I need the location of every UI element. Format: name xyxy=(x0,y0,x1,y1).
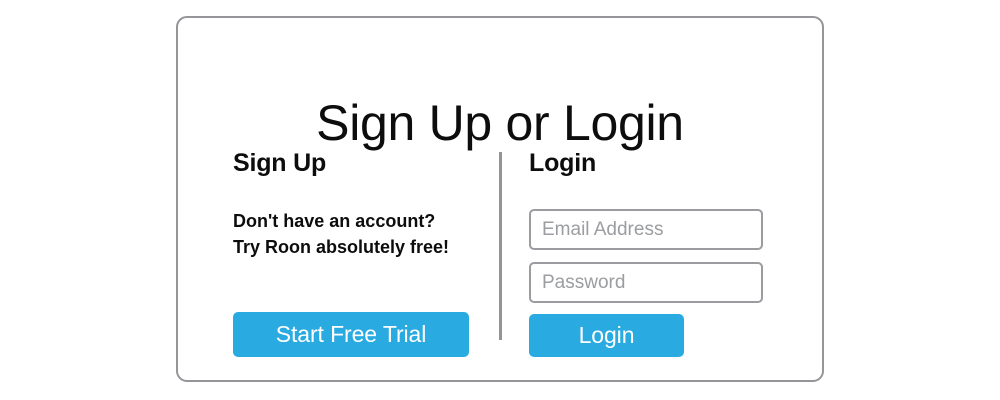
column-divider xyxy=(499,152,502,340)
signup-description-line-1: Don't have an account? xyxy=(233,211,436,231)
signup-heading: Sign Up xyxy=(233,149,327,177)
auth-card: Sign Up or Login Sign Up Don't have an a… xyxy=(176,16,824,382)
signup-description-line-2: Try Roon absolutely free! xyxy=(233,237,450,257)
signup-description: Don't have an account? Try Roon absolute… xyxy=(233,208,449,260)
email-input[interactable] xyxy=(529,209,763,250)
login-column: Login Login xyxy=(529,149,769,357)
signup-column: Sign Up Don't have an account? Try Roon … xyxy=(233,149,498,357)
login-heading: Login xyxy=(529,149,597,177)
start-free-trial-button[interactable]: Start Free Trial xyxy=(233,312,469,357)
password-input[interactable] xyxy=(529,262,763,303)
page-title: Sign Up or Login xyxy=(316,94,684,151)
login-button[interactable]: Login xyxy=(529,314,684,357)
